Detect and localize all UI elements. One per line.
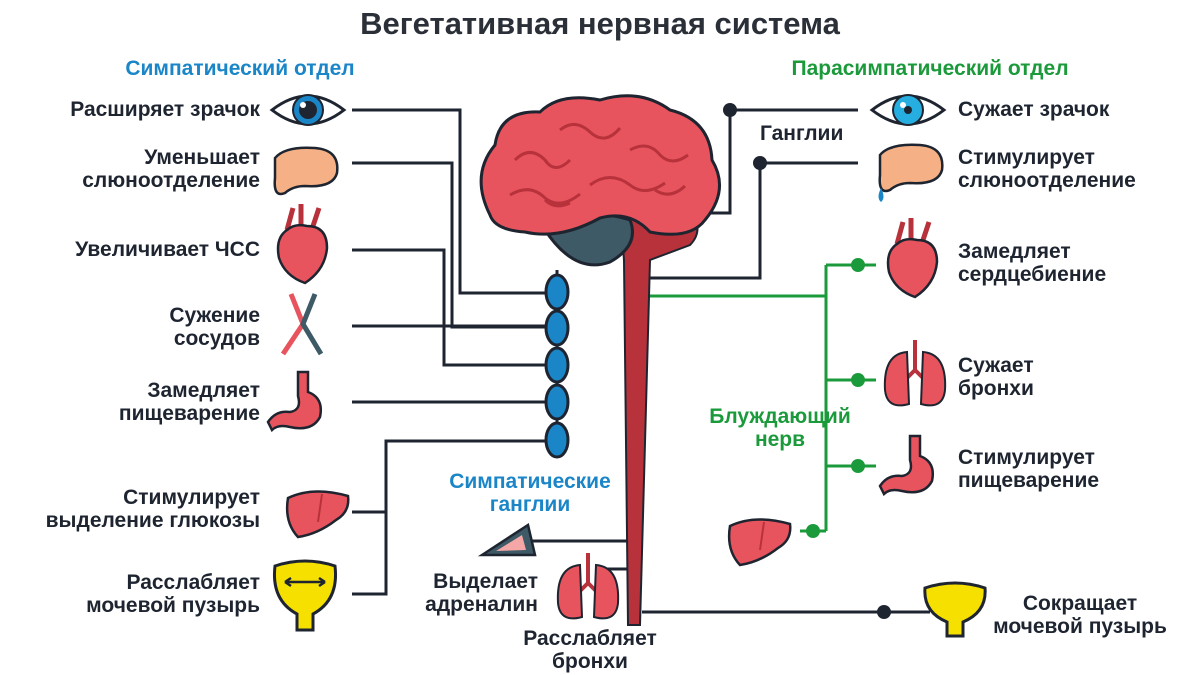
line-para-saliva xyxy=(636,161,858,280)
effect-slows-digestion: Замедляет пищеварение xyxy=(118,379,260,425)
parasympathetic-ganglia-label: Ганглии xyxy=(760,122,844,145)
effect-slows-heartbeat: Замедляет сердцебиение xyxy=(958,240,1107,286)
effect-reduces-saliva: Уменьшает слюноотделение xyxy=(82,146,260,192)
vagus-nodes xyxy=(806,258,865,538)
salivary-gland-icon xyxy=(273,146,339,196)
line-heart xyxy=(352,248,556,367)
eye-icon xyxy=(269,94,347,126)
parasympathetic-ganglia-dots xyxy=(723,103,891,619)
adrenal-gland-icon xyxy=(477,522,537,557)
effect-stimulates-digestion: Стимулирует пищеварение xyxy=(958,446,1100,492)
relaxes-bronchi-label: Расслабляет бронхи xyxy=(523,627,657,673)
heart-icon xyxy=(886,218,939,299)
effect-increases-heart-rate: Увеличивает ЧСС xyxy=(75,238,260,261)
brain xyxy=(479,94,722,267)
spinal-cord xyxy=(618,207,699,626)
heart-icon xyxy=(276,204,329,285)
liver-icon xyxy=(285,490,350,539)
liver-icon xyxy=(727,518,792,567)
line-liver-bladder xyxy=(352,439,556,514)
stomach-icon xyxy=(266,370,322,433)
effect-vessel-constriction: Сужение сосудов xyxy=(169,304,260,350)
effect-dilates-pupil: Расширяет зрачок xyxy=(70,98,260,121)
saliva-drop-icon xyxy=(878,188,884,202)
effect-contracts-bladder: Сокращает мочевой пузырь xyxy=(993,592,1167,638)
vagus-nerve-lines xyxy=(636,263,876,533)
lungs-icon xyxy=(883,340,947,407)
lungs-icon xyxy=(556,553,620,620)
effect-relaxes-bladder: Расслабляет мочевой пузырь xyxy=(86,571,260,617)
effect-constricts-pupil: Сужает зрачок xyxy=(958,98,1110,121)
effect-stimulates-saliva: Стимулирует слюноотделение xyxy=(958,146,1136,192)
effect-constricts-bronchi: Сужает бронхи xyxy=(958,354,1034,400)
parasympathetic-heading: Парасимпатический отдел xyxy=(791,57,1069,80)
adrenal-label: Выделает адреналин xyxy=(425,570,538,616)
sympathetic-ganglia-label: Симпатические ганглии xyxy=(449,470,611,516)
blood-vessels-icon xyxy=(280,293,324,356)
line-bladder xyxy=(352,512,388,596)
bladder-icon xyxy=(272,559,338,632)
sympathetic-heading: Симпатический отдел xyxy=(125,57,355,80)
effect-glucose-release: Стимулирует выделение глюкозы xyxy=(45,486,260,532)
bladder-icon xyxy=(923,581,987,638)
diagram-title: Вегетативная нервная система xyxy=(360,6,840,41)
stomach-icon xyxy=(878,434,934,497)
sympathetic-ganglia xyxy=(544,273,570,459)
line-pupil xyxy=(352,108,556,295)
salivary-gland-icon xyxy=(878,143,944,193)
vagus-nerve-label: Блуждающий нерв xyxy=(709,405,851,451)
eye-icon xyxy=(869,94,947,126)
